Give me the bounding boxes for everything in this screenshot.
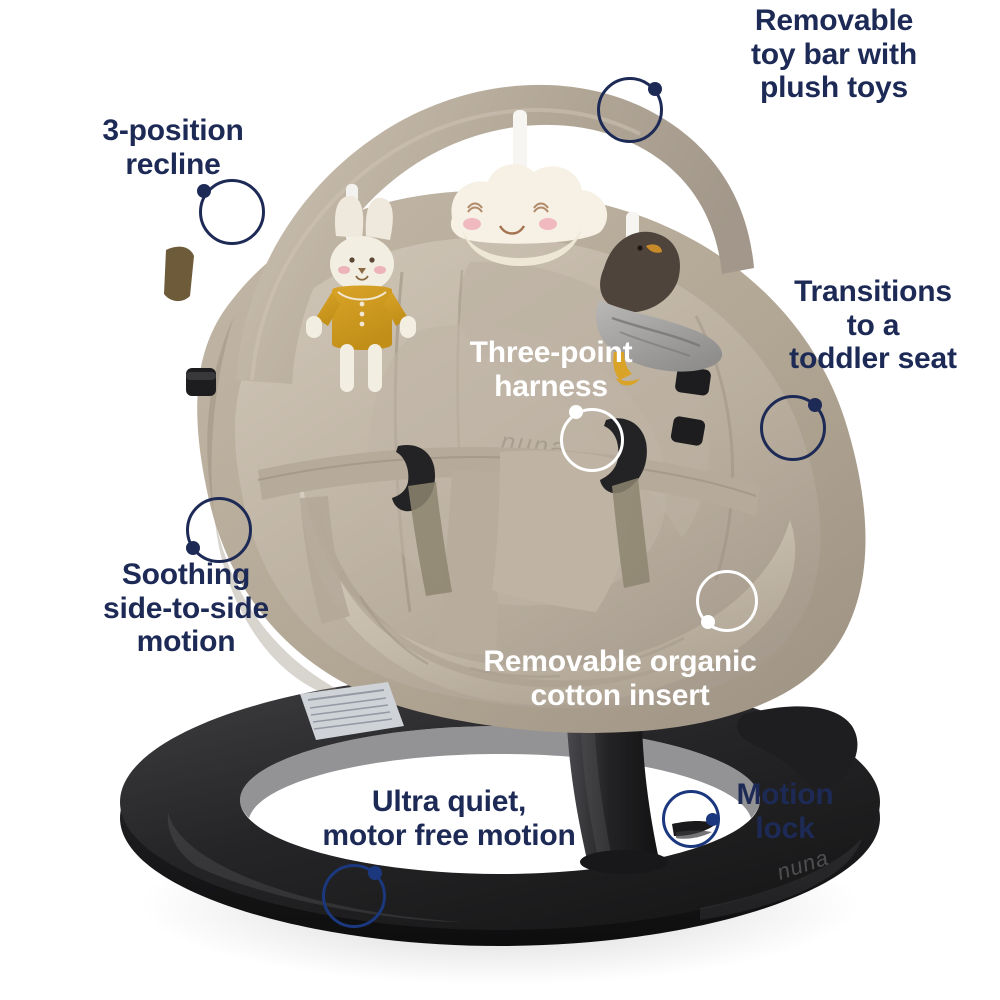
callout-line: 3-position <box>102 114 244 147</box>
callout-line: Transitions <box>794 275 952 308</box>
callout-line: harness <box>494 369 608 403</box>
callout-label-soothing-side-to-side-motion: Soothing side-to-side motion <box>60 558 312 659</box>
callout-label-ultra-quiet-motor-free-motion: Ultra quiet, motor free motion <box>288 785 610 852</box>
callout-line: motion <box>136 625 236 659</box>
callout-line: Soothing <box>121 558 251 591</box>
base-ring <box>120 674 880 946</box>
toy-bar <box>236 84 754 385</box>
callout-dot-motion-lock <box>706 813 719 826</box>
callout-ring-removable-toy-bar <box>597 77 663 143</box>
center-post <box>566 690 668 874</box>
cloud-plush-toy <box>450 110 608 266</box>
callout-label-removable-toy-bar: Removable toy bar with plush toys <box>668 4 1000 105</box>
callout-line: side-to-side <box>103 591 269 625</box>
callout-dot-removable-toy-bar <box>648 82 662 96</box>
callout-line: toy bar with <box>751 37 917 71</box>
callout-line: Three-point <box>469 336 633 369</box>
callout-dot-soothing-side-to-side-motion <box>186 541 200 555</box>
callout-dot-ultra-quiet-motor-free-motion <box>368 866 382 880</box>
bunny-plush-toy <box>306 184 416 392</box>
callout-dot-three-point-harness <box>569 405 583 419</box>
callout-label-motion-lock: Motion lock <box>700 778 870 845</box>
bird-plush-toy <box>596 212 723 386</box>
warning-label <box>300 682 404 740</box>
callout-label-removable-organic-cotton-insert: Removable organic cotton insert <box>455 645 785 712</box>
callout-label-transitions-toddler-seat: Transitions to a toddler seat <box>748 275 998 376</box>
callout-dot-three-position-recline <box>197 184 211 198</box>
callout-ring-three-position-recline <box>199 179 265 245</box>
harness-straps <box>257 418 760 656</box>
callout-line: toddler seat <box>789 342 957 376</box>
callout-line: Motion <box>736 778 834 811</box>
callout-ring-three-point-harness <box>560 408 624 472</box>
callout-ring-removable-organic-cotton-insert <box>696 570 758 632</box>
callout-label-three-position-recline: 3-position recline <box>52 114 294 181</box>
callout-ring-soothing-side-to-side-motion <box>186 497 252 563</box>
callout-ring-transitions-toddler-seat <box>760 395 826 461</box>
callout-line: to a <box>846 308 900 342</box>
callout-label-three-point-harness: Three-point harness <box>418 336 684 403</box>
callout-line: Removable organic <box>483 645 757 678</box>
callout-line: recline <box>125 147 221 181</box>
callout-line: motor free motion <box>322 818 576 852</box>
callout-line: cotton insert <box>530 678 710 712</box>
callout-line: plush toys <box>759 71 908 105</box>
callout-line: Ultra quiet, <box>371 785 527 818</box>
callout-line: Removable <box>754 4 914 37</box>
callout-line: lock <box>755 811 815 845</box>
callout-dot-transitions-toddler-seat <box>808 398 822 412</box>
callout-ring-ultra-quiet-motor-free-motion <box>322 864 386 928</box>
callout-dot-removable-organic-cotton-insert <box>701 615 715 629</box>
